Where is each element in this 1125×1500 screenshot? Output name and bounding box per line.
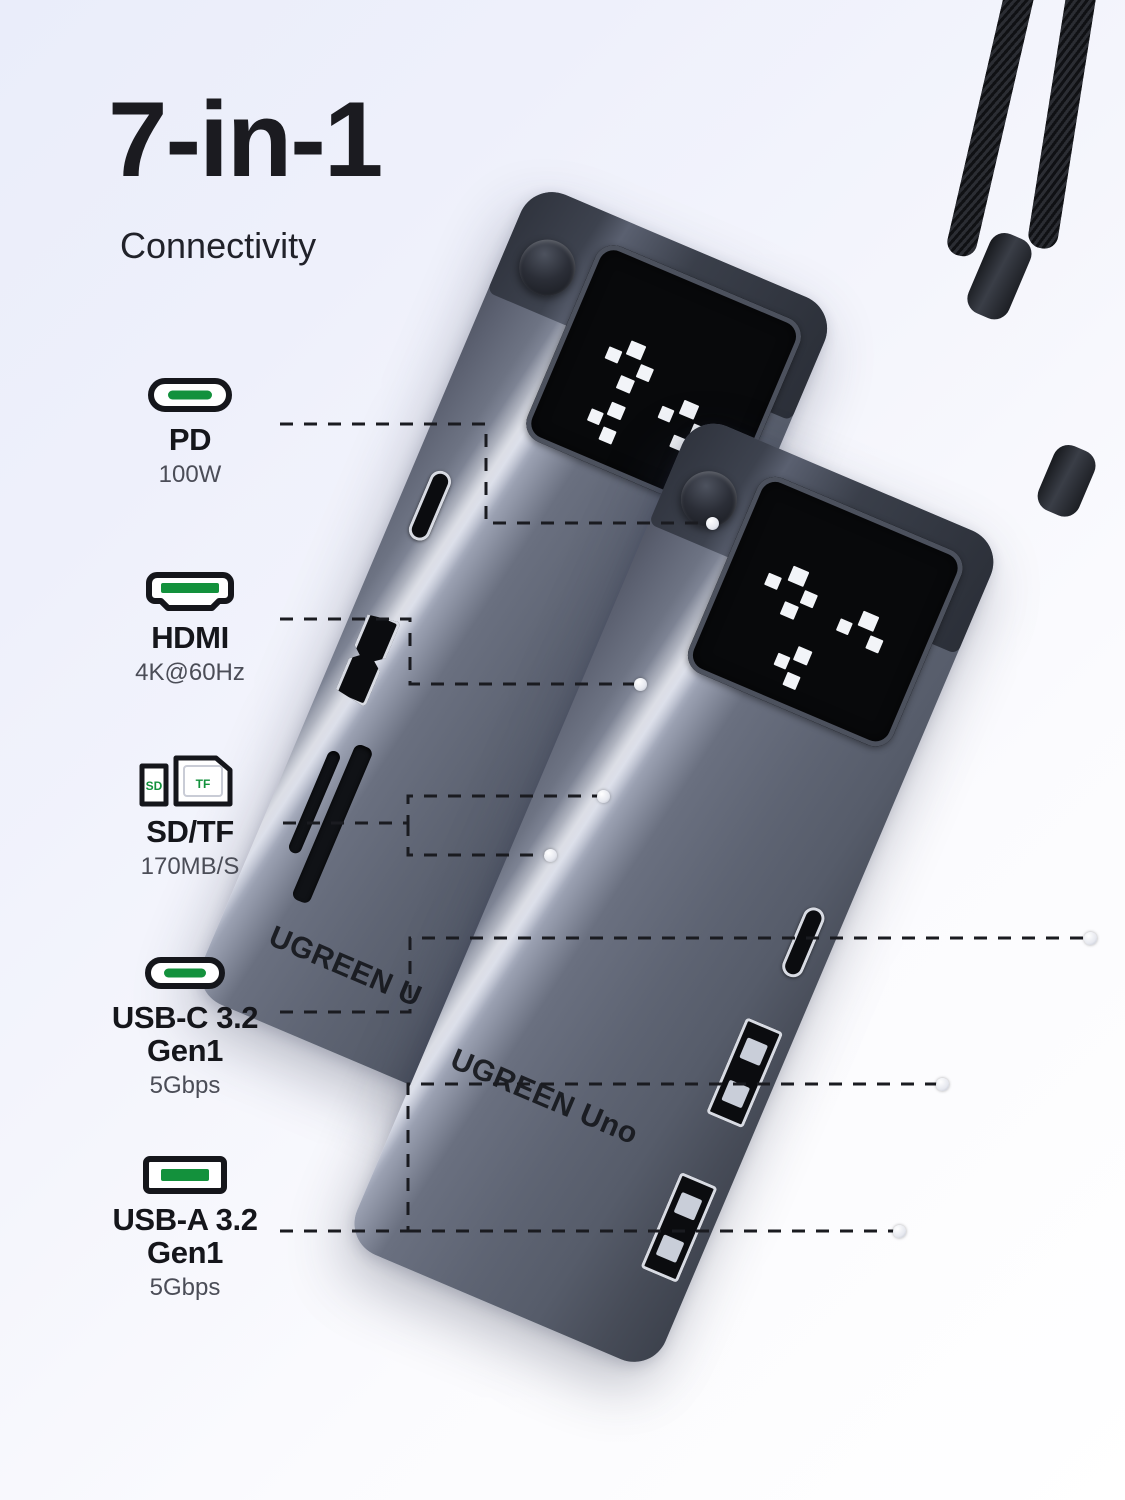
usb-c-port-icon xyxy=(40,372,340,418)
feature-pd-name: PD xyxy=(168,422,212,457)
feature-usb-a: USB-A 3.2 Gen1 5Gbps xyxy=(35,1152,335,1302)
page-title: 7-in-1 xyxy=(108,79,383,199)
callout-dot-usb-a-2 xyxy=(893,1225,906,1238)
callout-dot-tf xyxy=(544,849,557,862)
usb-a-port-icon xyxy=(35,1152,335,1198)
feature-usb-c-name: USB-C 3.2 Gen1 xyxy=(111,1000,259,1068)
sd-tf-card-icon: SD TF xyxy=(40,748,340,810)
feature-sdtf: SD TF SD/TF 170MB/S xyxy=(40,748,340,881)
feature-sdtf-name: SD/TF xyxy=(146,814,234,849)
sd-card-large-label: TF xyxy=(196,777,211,791)
feature-hdmi: HDMI 4K@60Hz xyxy=(40,570,340,687)
feature-pd-spec: 100W xyxy=(158,460,222,488)
callout-dot-sd xyxy=(597,790,610,803)
sd-card-small-label: SD xyxy=(146,779,163,793)
usb-c-port-icon xyxy=(35,950,335,996)
feature-sdtf-spec: 170MB/S xyxy=(140,852,240,880)
hdmi-port-icon xyxy=(40,570,340,616)
callout-dot-usb-c xyxy=(1084,932,1097,945)
callout-dot-pd xyxy=(706,517,719,530)
page-subtitle: Connectivity xyxy=(120,225,317,266)
feature-hdmi-name: HDMI xyxy=(151,620,229,655)
feature-pd: PD 100W xyxy=(40,372,340,489)
feature-hdmi-spec: 4K@60Hz xyxy=(135,658,245,686)
feature-usb-a-name: USB-A 3.2 Gen1 xyxy=(112,1202,258,1270)
callout-dot-hdmi xyxy=(634,678,647,691)
feature-usb-a-spec: 5Gbps xyxy=(149,1273,221,1301)
feature-usb-c: USB-C 3.2 Gen1 5Gbps xyxy=(35,950,335,1100)
callout-dot-usb-a-1 xyxy=(936,1078,949,1091)
feature-usb-c-spec: 5Gbps xyxy=(149,1071,221,1099)
